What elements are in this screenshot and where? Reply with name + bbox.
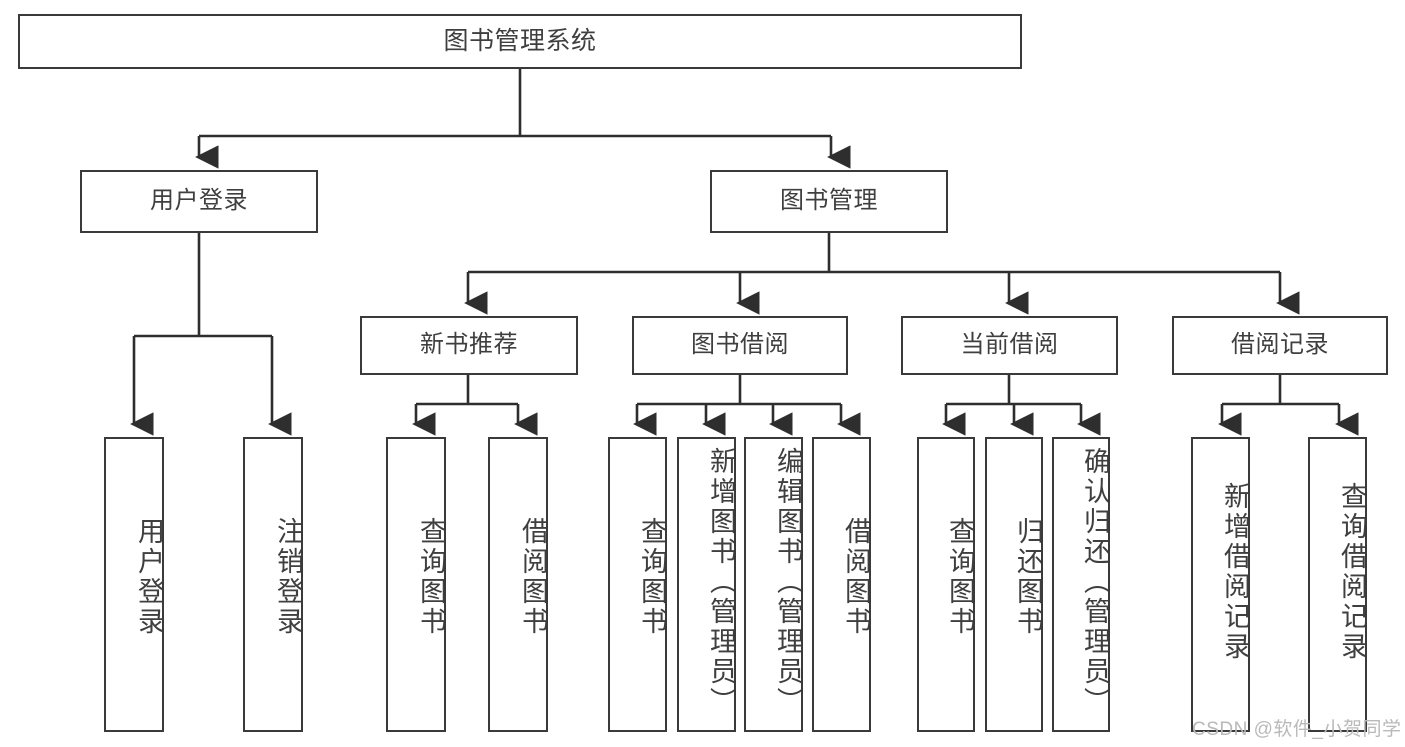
node-borrow-records[interactable]: 借阅记录 xyxy=(1172,316,1388,375)
node-label: 查询借阅记录 xyxy=(1337,482,1367,662)
node-label: 归还图书 xyxy=(1013,517,1043,637)
node-label: 新书推荐 xyxy=(420,331,518,359)
node-label: 用户登录 xyxy=(150,187,248,215)
node-label: 查询图书 xyxy=(416,517,446,637)
leaf-borrow-edit-book-admin[interactable]: 编辑图书（管理员） xyxy=(744,437,803,732)
node-label: 查询图书 xyxy=(945,517,975,637)
leaf-user-login-signin[interactable]: 用户登录 xyxy=(104,437,164,732)
node-label: 图书管理 xyxy=(780,187,878,215)
node-book-management[interactable]: 图书管理 xyxy=(710,170,948,233)
node-new-book-recommend[interactable]: 新书推荐 xyxy=(360,316,578,375)
leaf-borrow-add-book-admin[interactable]: 新增图书（管理员） xyxy=(677,437,736,732)
node-label: 图书管理系统 xyxy=(443,26,597,55)
leaf-user-login-signout[interactable]: 注销登录 xyxy=(243,437,303,732)
leaf-current-return-book[interactable]: 归还图书 xyxy=(985,437,1043,732)
node-label: 注销登录 xyxy=(273,517,303,637)
leaf-records-query-record[interactable]: 查询借阅记录 xyxy=(1308,437,1367,732)
leaf-current-query-book[interactable]: 查询图书 xyxy=(917,437,975,732)
node-label: 新增图书（管理员） xyxy=(706,447,736,717)
node-label: 新增借阅记录 xyxy=(1220,482,1250,662)
node-label: 查询图书 xyxy=(637,517,667,637)
leaf-records-add-record[interactable]: 新增借阅记录 xyxy=(1191,437,1250,732)
leaf-borrow-borrow-book[interactable]: 借阅图书 xyxy=(812,437,871,732)
leaf-borrow-query-book[interactable]: 查询图书 xyxy=(608,437,667,732)
node-label: 借阅图书 xyxy=(518,517,548,637)
node-current-borrow[interactable]: 当前借阅 xyxy=(901,316,1118,375)
leaf-new-book-query[interactable]: 查询图书 xyxy=(386,437,446,732)
node-user-login[interactable]: 用户登录 xyxy=(80,170,318,233)
node-label: 编辑图书（管理员） xyxy=(773,447,803,717)
node-label: 用户登录 xyxy=(134,517,164,637)
node-label: 图书借阅 xyxy=(691,331,789,359)
leaf-current-confirm-return-admin[interactable]: 确认归还（管理员） xyxy=(1052,437,1110,732)
node-label: 确认归还（管理员） xyxy=(1080,447,1110,717)
node-root-system[interactable]: 图书管理系统 xyxy=(18,14,1022,69)
node-book-borrow[interactable]: 图书借阅 xyxy=(632,316,848,375)
node-label: 借阅记录 xyxy=(1231,331,1329,359)
leaf-new-book-borrow[interactable]: 借阅图书 xyxy=(488,437,548,732)
node-label: 当前借阅 xyxy=(960,331,1059,359)
node-label: 借阅图书 xyxy=(841,517,871,637)
